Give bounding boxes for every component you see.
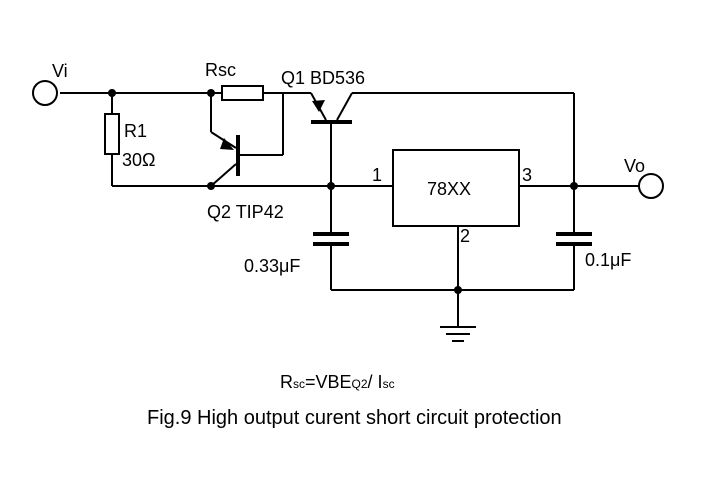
figure-caption: Fig.9 High output curent short circuit p… <box>147 407 562 429</box>
q2-label: Q2 TIP42 <box>207 202 284 222</box>
formula-eq: =VBE <box>305 372 352 392</box>
q1-transistor <box>310 92 353 124</box>
vi-label: Vi <box>52 61 68 81</box>
q2-lower-lead <box>210 163 237 187</box>
r1-value-label: 30Ω <box>122 150 155 170</box>
ground-icon <box>440 326 476 342</box>
junction-dot <box>454 286 462 294</box>
junction-dot <box>327 182 335 190</box>
c-in-value-label: 0.33μF <box>244 256 300 276</box>
pin-3-label: 3 <box>522 165 532 185</box>
regulator-label: 78XX <box>427 179 471 199</box>
pin-2-label: 2 <box>460 226 470 246</box>
c-out-value-label: 0.1μF <box>585 250 631 270</box>
formula-slash: / I <box>368 372 383 392</box>
regulator-78xx-box <box>392 149 520 227</box>
c-out-capacitor <box>556 232 592 246</box>
q1-arrow-icon <box>312 100 325 112</box>
junction-dot <box>108 89 116 97</box>
q2-transistor <box>210 131 240 187</box>
r1-name-label: R1 <box>124 121 147 141</box>
q2-arrow-icon <box>220 138 234 150</box>
formula-i-subscript: sc <box>383 377 395 391</box>
vo-label: Vo <box>624 156 645 176</box>
rsc-resistor <box>221 85 264 101</box>
formula-r-subscript: sc <box>293 377 305 391</box>
formula-q-subscript: Q2 <box>352 377 368 391</box>
vi-terminal <box>32 80 58 106</box>
junction-dot <box>570 182 578 190</box>
vo-terminal <box>638 173 664 199</box>
r1-resistor <box>104 113 120 155</box>
q1-label: Q1 BD536 <box>281 68 365 88</box>
formula: Rsc=VBEQ2/ Isc <box>280 372 395 392</box>
pin-1-label: 1 <box>372 165 382 185</box>
formula-r: R <box>280 372 293 392</box>
q1-right-lead <box>336 92 353 121</box>
rsc-label: Rsc <box>205 60 236 80</box>
junction-dot <box>207 89 215 97</box>
c-in-capacitor <box>313 232 349 246</box>
